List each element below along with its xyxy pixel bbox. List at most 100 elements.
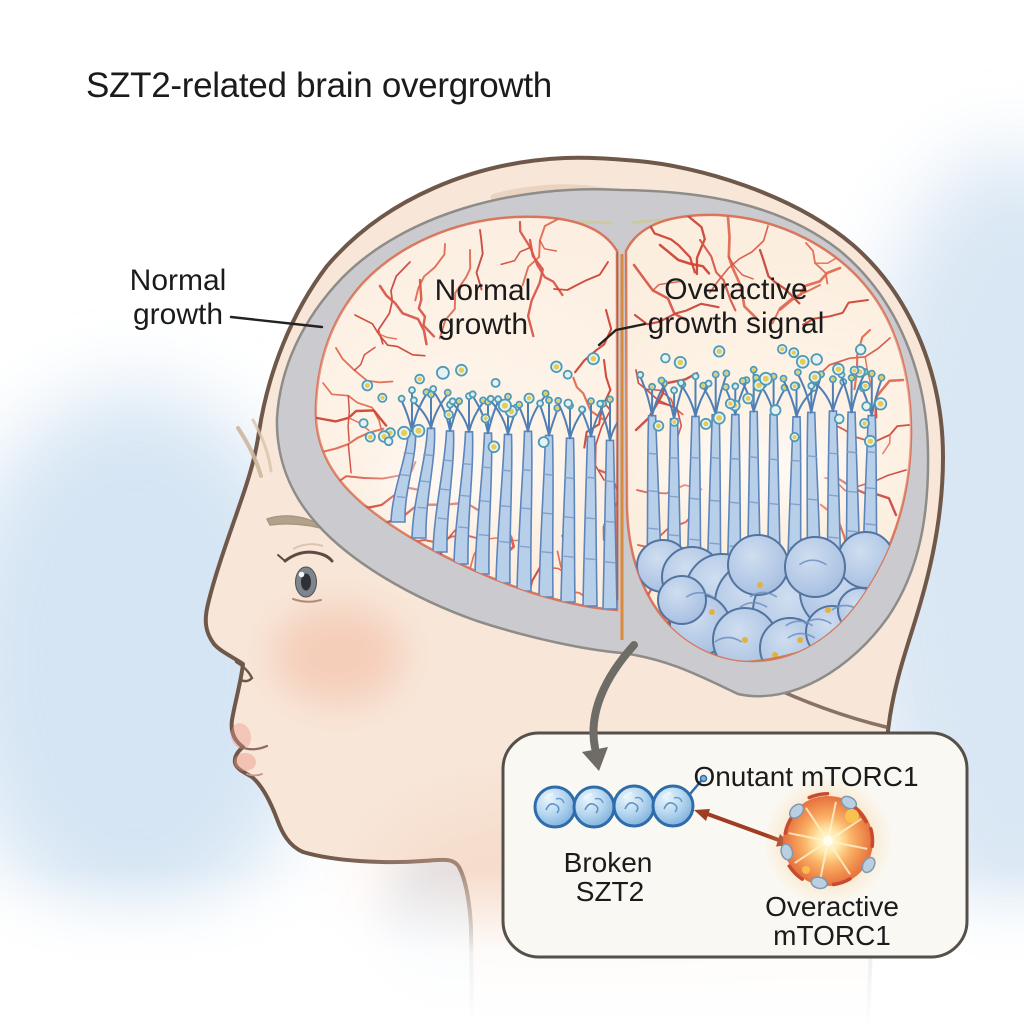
neuron-core — [762, 375, 769, 382]
migrating-neuron — [861, 401, 872, 412]
neuron-core — [716, 415, 722, 421]
szt2-bead — [651, 784, 695, 828]
neural-column-stem — [560, 437, 576, 603]
column-band — [585, 557, 596, 561]
column-band — [768, 502, 779, 506]
bead-highlight — [661, 791, 672, 799]
column-band — [710, 456, 721, 460]
neuron-core — [458, 367, 465, 373]
branch-tip-core — [781, 377, 786, 381]
blood-vessel — [414, 243, 446, 302]
szt2-bead — [533, 785, 577, 829]
branch-tip-cell — [636, 370, 645, 379]
branch-tip-core — [481, 398, 485, 402]
neuron-core — [672, 420, 677, 424]
column-band — [690, 456, 701, 460]
page-title: SZT2-related brain overgrowth — [86, 66, 552, 105]
branch-tip-core — [831, 377, 835, 381]
column-band — [400, 473, 411, 477]
neural-column-stem — [495, 433, 513, 584]
neural-column-stem — [538, 434, 554, 598]
branch-tip-core — [446, 391, 450, 395]
branch-tip-cell — [408, 386, 416, 395]
neuron-core — [491, 444, 497, 450]
blood-vessel — [778, 266, 842, 311]
branch-tip-core — [457, 399, 461, 403]
branch-tip-core — [424, 390, 428, 394]
branch-tip-core — [650, 385, 654, 389]
branch-tip-core — [555, 406, 559, 410]
neural-column-stem — [474, 432, 493, 575]
branch-tip-core — [752, 368, 756, 372]
blood-vessel — [646, 220, 697, 274]
blood-vessel — [726, 215, 758, 320]
column-band — [790, 459, 801, 462]
blood-vessel — [574, 308, 613, 374]
overgrowth-lobule — [657, 575, 707, 625]
migrating-neuron — [833, 413, 845, 425]
column-band — [521, 468, 533, 472]
lobule-crease — [714, 636, 743, 643]
neuron-core — [380, 395, 385, 400]
bead-texture — [555, 797, 565, 804]
bead-texture — [663, 802, 678, 813]
overgrowth-lobule — [784, 536, 846, 598]
migrating-neuron — [537, 436, 550, 449]
migrating-neuron — [562, 369, 573, 380]
szt2-bead — [612, 784, 656, 828]
column-band — [807, 498, 818, 501]
column-band — [585, 476, 596, 479]
column-band — [604, 561, 616, 564]
branch-tip-core — [714, 372, 718, 377]
neuron-core — [745, 396, 751, 401]
blood-vessel — [518, 220, 564, 297]
neuron-core — [716, 348, 722, 354]
branch-tip-core — [741, 379, 745, 383]
blood-vessel — [572, 376, 606, 422]
label-broken-line2: SZT2 — [576, 876, 644, 907]
column-band — [729, 501, 740, 504]
blood-vessel — [354, 314, 426, 357]
column-band — [748, 501, 759, 504]
branch-tip-core — [772, 374, 776, 379]
label-left-hemisphere-line2: growth — [438, 308, 528, 341]
branch-tip-core — [782, 386, 787, 390]
column-band — [865, 523, 876, 526]
label-right-hemisphere-line1: Overactive — [664, 273, 807, 306]
cell-rim-blob — [861, 856, 876, 874]
branch-tip-cell — [691, 372, 700, 381]
branch-tip-cell — [448, 397, 457, 406]
column-band — [846, 451, 857, 454]
column-branch — [870, 378, 883, 417]
neuron-core — [812, 374, 818, 380]
neuron-core — [401, 429, 408, 436]
column-branch — [430, 393, 449, 430]
blood-vessel — [500, 246, 532, 266]
blood-vessel — [521, 217, 561, 287]
bead-texture — [584, 803, 599, 814]
column-band — [866, 450, 877, 454]
lobule-crease — [749, 591, 778, 598]
column-branch — [694, 384, 710, 418]
blood-vessel — [377, 332, 398, 340]
blood-vessel — [353, 346, 376, 372]
neuron-core — [364, 383, 370, 388]
lobule-crease — [787, 632, 816, 639]
blood-vessel — [698, 238, 737, 312]
blood-vessel — [347, 443, 352, 474]
neural-column-stem — [646, 414, 662, 573]
branch-tip-cell — [596, 399, 605, 408]
branch-tip-cell — [670, 386, 678, 395]
column-branch — [609, 410, 617, 442]
label-outer-line1: Normal — [130, 264, 227, 297]
neuron-core — [483, 416, 488, 421]
cell-rim-fragment — [787, 864, 804, 881]
label-overactive-line2: mTORC1 — [773, 920, 891, 951]
branch-tip-core — [850, 376, 854, 380]
mass-speck — [797, 637, 803, 643]
branch-tip-core — [796, 370, 800, 374]
bead-highlight — [543, 792, 554, 800]
column-band — [709, 542, 720, 545]
column-band — [563, 555, 574, 558]
column-branch — [487, 400, 500, 435]
